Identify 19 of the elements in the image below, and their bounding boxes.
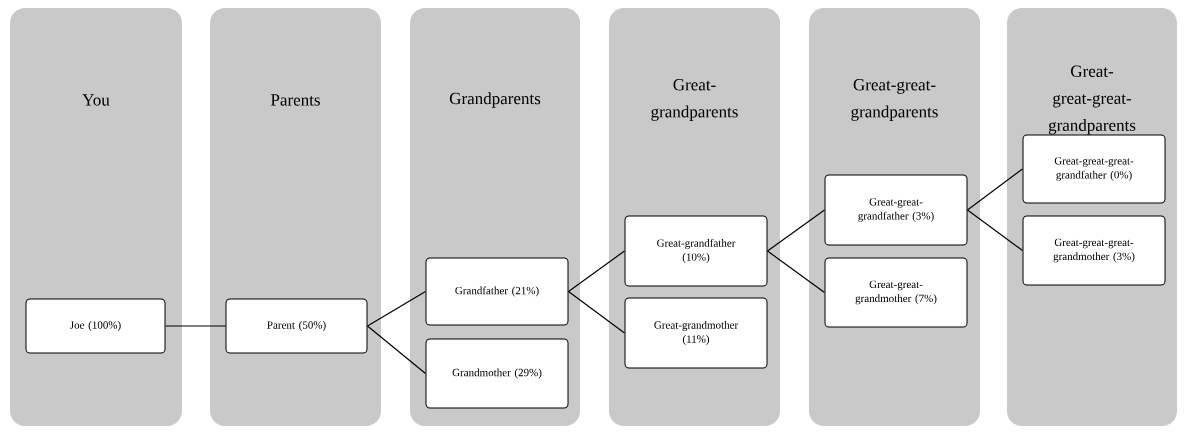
person-box: Parent (50%)	[225, 298, 368, 354]
connector-line	[766, 250, 826, 294]
person-box: Great-great-great-grandmother (3%)	[1022, 215, 1166, 286]
connector-line	[966, 168, 1024, 211]
person-box: Grandfather (21%)	[425, 257, 569, 326]
person-box: Great-grandfather (10%)	[624, 215, 768, 287]
connector-line	[766, 209, 826, 252]
person-box: Grandmother (29%)	[425, 338, 569, 409]
person-box: Great-grandmother (11%)	[624, 297, 768, 369]
person-box: Joe (100%)	[25, 298, 166, 354]
person-box: Great-great-great-grandfather (0%)	[1022, 134, 1166, 204]
connector-line	[966, 209, 1024, 252]
person-box: Great-great-grandmother (7%)	[824, 257, 968, 328]
connector-line	[366, 325, 427, 375]
connector-line	[164, 325, 227, 327]
connector-line	[366, 290, 427, 327]
connector-line	[567, 290, 626, 334]
person-box: Great-great-grandfather (3%)	[824, 174, 968, 246]
connector-line	[567, 250, 626, 293]
